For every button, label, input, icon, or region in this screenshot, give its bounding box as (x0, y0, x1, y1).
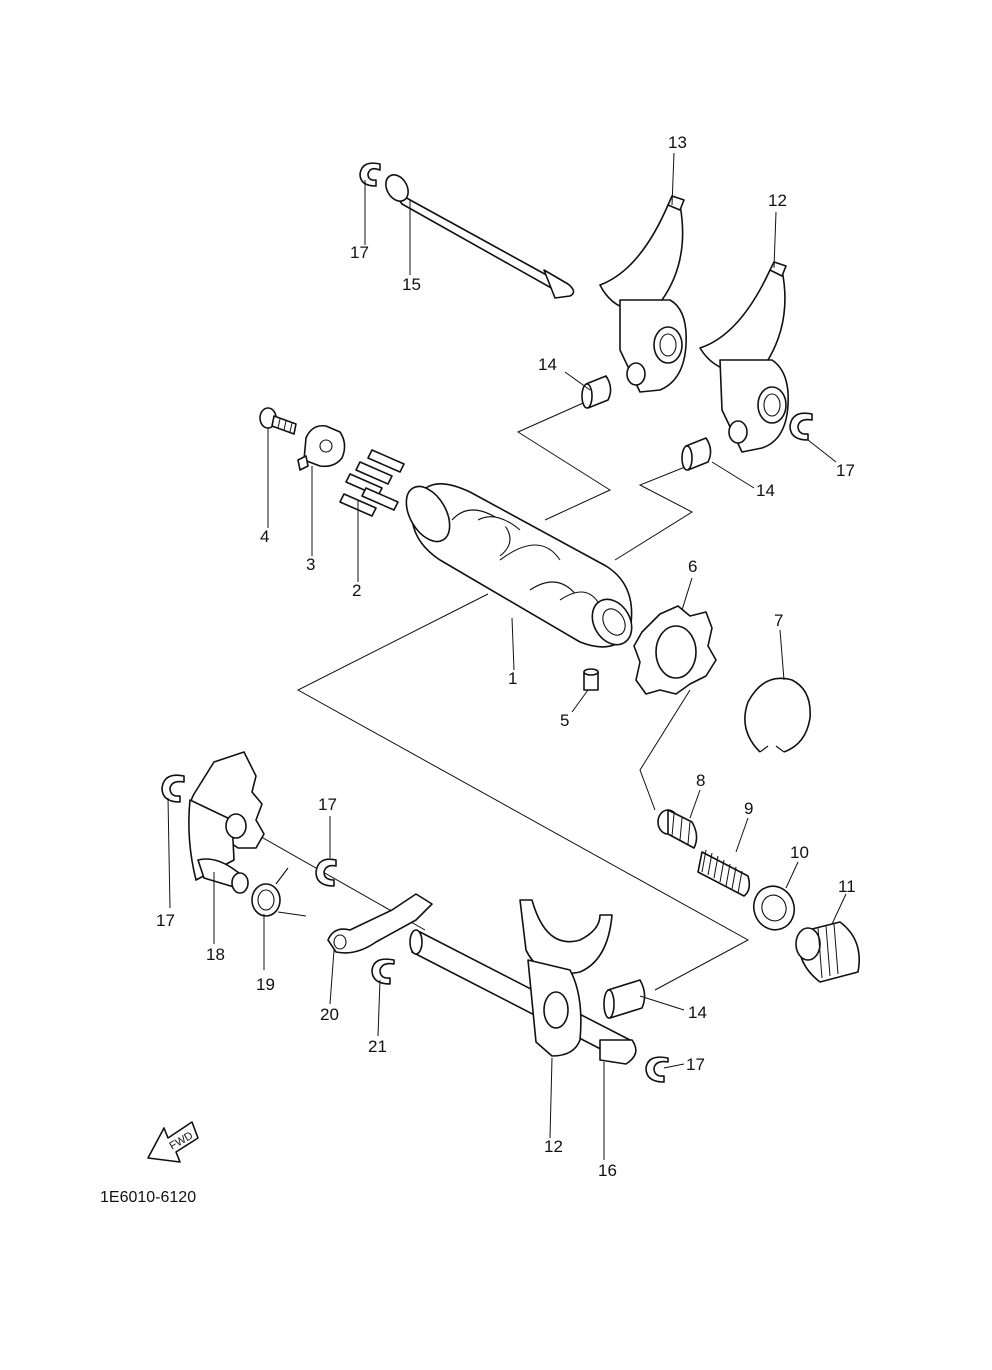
callout-1: 1 (508, 669, 517, 688)
callout-3: 3 (306, 555, 315, 574)
callout-20: 20 (320, 1005, 339, 1024)
circlip-17-bottom (645, 1056, 669, 1083)
callout-16: 16 (598, 1161, 617, 1180)
shift-fork-shaft-15 (385, 174, 575, 299)
callout-13: 13 (668, 133, 687, 152)
callout-12-lower: 12 (544, 1137, 563, 1156)
callout-12: 12 (768, 191, 787, 210)
callout-18: 18 (206, 945, 225, 964)
callout-14-right: 14 (756, 481, 775, 500)
circlip-17-right (789, 412, 813, 441)
callout-17-bottom: 17 (686, 1055, 705, 1074)
drawing-part-number: 1E6010-6120 (100, 1189, 196, 1206)
screw-4 (259, 407, 297, 435)
assembly-guide-lines (241, 399, 750, 991)
callout-10: 10 (790, 843, 809, 862)
guide-plate-20 (327, 893, 433, 954)
guide-pin-14-a (581, 375, 612, 409)
circlip-21 (371, 958, 395, 985)
shift-drum-1 (405, 483, 633, 648)
callout-17-left: 17 (156, 911, 175, 930)
callout-5: 5 (560, 711, 569, 730)
callout-17: 17 (350, 243, 369, 262)
forward-direction-arrow: FWD (147, 1121, 199, 1163)
circlip-17-top-left (359, 162, 381, 187)
callout-8: 8 (696, 771, 705, 790)
circlip-17-mid (315, 858, 337, 887)
stopper-lever-8 (657, 809, 698, 849)
callout-17-right: 17 (836, 461, 855, 480)
callout-4: 4 (260, 527, 269, 546)
callout-19: 19 (256, 975, 275, 994)
shift-lever-18 (188, 751, 265, 894)
callout-17-mid: 17 (318, 795, 337, 814)
callout-14-lower: 14 (688, 1003, 707, 1022)
guide-pin-14-b (681, 437, 712, 471)
callout-15: 15 (402, 275, 421, 294)
circlip-17-left (161, 774, 185, 803)
callout-14: 14 (538, 355, 557, 374)
torsion-spring-19 (251, 867, 307, 917)
callout-21: 21 (368, 1037, 387, 1056)
segment-plate-6 (633, 605, 717, 695)
callout-6: 6 (688, 557, 697, 576)
shift-fork-12-lower (519, 899, 613, 1057)
washer-10 (752, 885, 796, 931)
plug-bolt-11 (795, 921, 860, 983)
callout-11: 11 (838, 877, 856, 896)
shift-fork-13 (599, 195, 687, 393)
callout-labels: 13 12 17 15 14 17 14 4 3 2 6 7 1 5 8 9 1… (156, 133, 856, 1180)
shift-fork-12-upper (699, 261, 789, 453)
retaining-ring-7 (744, 677, 811, 753)
leader-lines (167, 152, 847, 1160)
spring-9 (697, 849, 751, 897)
dowel-pin-5 (583, 668, 599, 691)
pins-2 (339, 449, 405, 517)
callout-9: 9 (744, 799, 753, 818)
callout-7: 7 (774, 611, 783, 630)
callout-2: 2 (352, 581, 361, 600)
guide-pin-14-c (603, 979, 646, 1019)
segment-3 (297, 424, 346, 471)
